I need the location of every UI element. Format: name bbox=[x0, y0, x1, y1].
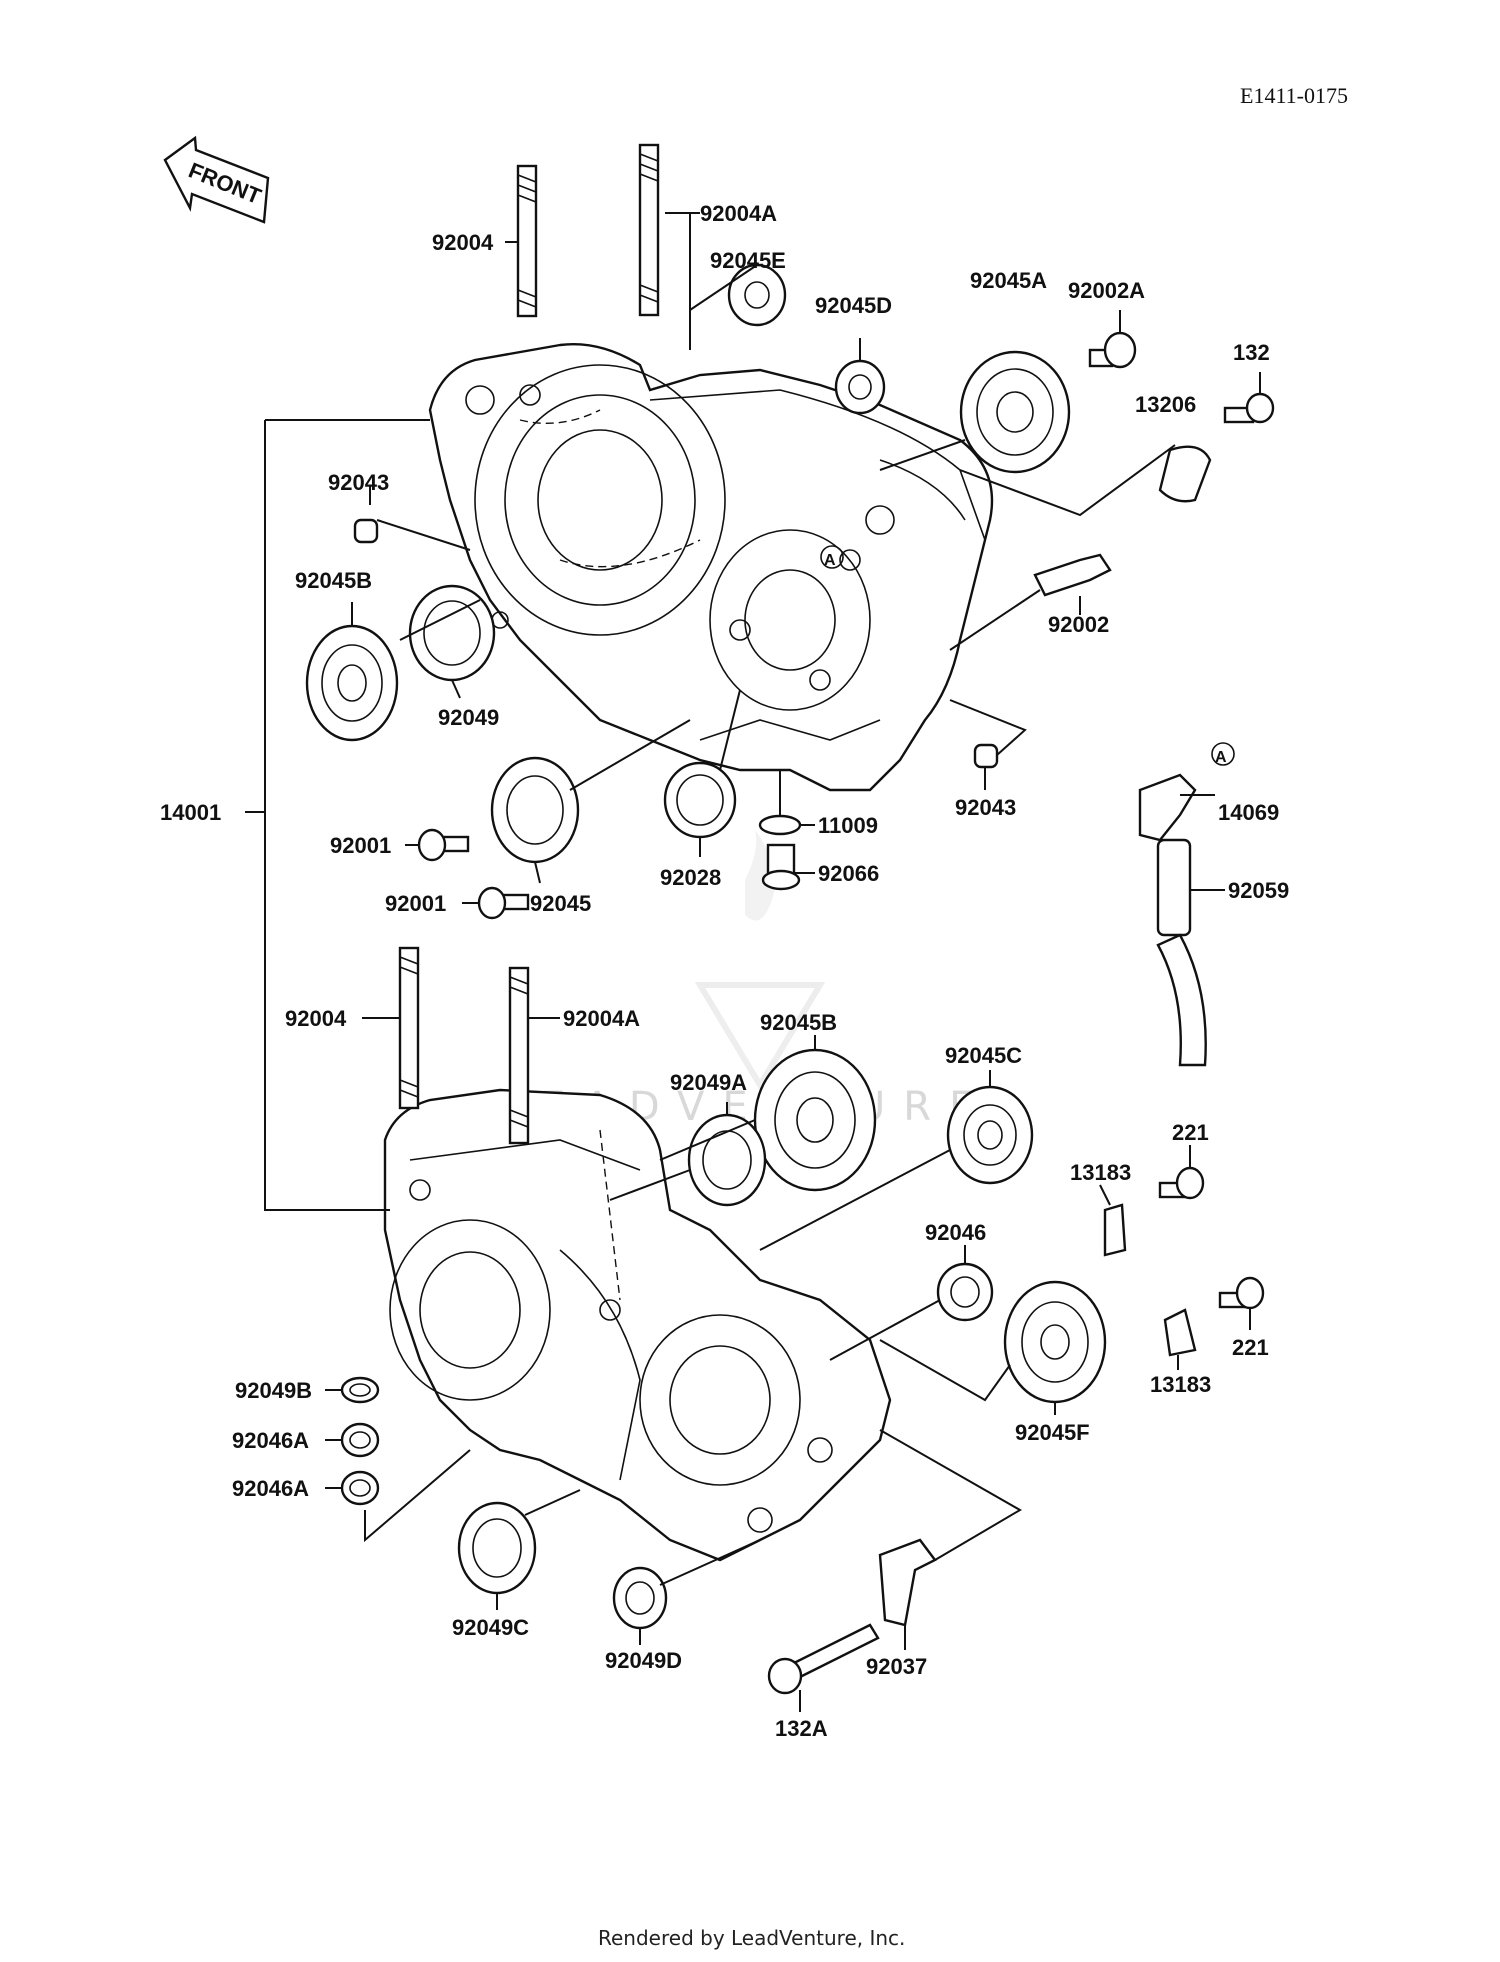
label-92028: 92028 bbox=[660, 865, 721, 890]
label-92045B-upper: 92045B bbox=[295, 568, 372, 593]
bearing-92046A-a bbox=[340, 1422, 380, 1458]
sleeve-92028 bbox=[663, 761, 737, 839]
bolt-132A bbox=[767, 1623, 880, 1695]
bearing-92046 bbox=[936, 1262, 994, 1322]
stud-92002 bbox=[1033, 553, 1112, 597]
label-92045F: 92045F bbox=[1015, 1420, 1090, 1445]
svg-text:A: A bbox=[1215, 749, 1227, 766]
clamp-92037 bbox=[878, 1538, 937, 1627]
seal-92049C bbox=[457, 1501, 537, 1595]
label-221-a: 221 bbox=[1172, 1120, 1209, 1145]
label-132A: 132A bbox=[775, 1716, 828, 1741]
part-labels: 92004 92004A 92045E 92045D 92045A 92002A… bbox=[160, 201, 1289, 1741]
stud-92004A-upper bbox=[638, 143, 660, 317]
label-92046: 92046 bbox=[925, 1220, 986, 1245]
fitting-14069 bbox=[1138, 773, 1197, 842]
label-92049: 92049 bbox=[438, 705, 499, 730]
lower-crankcase-half bbox=[383, 1088, 892, 1562]
label-14001: 14001 bbox=[160, 800, 221, 825]
bolt-92001-a bbox=[417, 828, 470, 862]
label-13183-b: 13183 bbox=[1150, 1372, 1211, 1397]
footer-credit: Rendered by LeadVenture, Inc. bbox=[598, 1926, 905, 1950]
bearing-92046A-b bbox=[340, 1470, 380, 1506]
seal-92045 bbox=[490, 756, 580, 864]
label-92049B: 92049B bbox=[235, 1378, 312, 1403]
stud-92004-lower bbox=[398, 946, 420, 1110]
label-92045D: 92045D bbox=[815, 293, 892, 318]
label-92002A: 92002A bbox=[1068, 278, 1145, 303]
bolt-132 bbox=[1223, 392, 1275, 424]
upper-crankcase-half bbox=[428, 343, 994, 792]
label-92046A-a: 92046A bbox=[232, 1428, 309, 1453]
label-92004A-upper: 92004A bbox=[700, 201, 777, 226]
bearing-92045F bbox=[1003, 1280, 1107, 1404]
label-92043-upper: 92043 bbox=[328, 470, 389, 495]
label-92002: 92002 bbox=[1048, 612, 1109, 637]
bearing-92045A bbox=[959, 350, 1071, 474]
seal-92049A bbox=[687, 1113, 767, 1207]
front-arrow-icon: FRONT bbox=[163, 135, 270, 224]
ref-marker-a-engine: A bbox=[820, 545, 844, 569]
label-13183-a: 13183 bbox=[1070, 1160, 1131, 1185]
label-92001-a: 92001 bbox=[330, 833, 391, 858]
stud-92004A-lower bbox=[508, 966, 530, 1145]
washer-11009 bbox=[758, 814, 802, 836]
label-92049C: 92049C bbox=[452, 1615, 529, 1640]
label-221-b: 221 bbox=[1232, 1335, 1269, 1360]
plug-92066 bbox=[761, 843, 801, 891]
stud-92004-upper bbox=[516, 164, 538, 318]
bolt-92002A bbox=[1088, 331, 1137, 369]
label-14069: 14069 bbox=[1218, 800, 1279, 825]
clamp-13206 bbox=[1158, 445, 1212, 503]
seal-92049D bbox=[612, 1566, 668, 1630]
bolt-221-b bbox=[1218, 1276, 1265, 1310]
label-92004-lower: 92004 bbox=[285, 1006, 347, 1031]
leader-lines bbox=[245, 212, 1261, 1712]
label-92045A: 92045A bbox=[970, 268, 1047, 293]
label-92049D: 92049D bbox=[605, 1648, 682, 1673]
label-92046A-b: 92046A bbox=[232, 1476, 309, 1501]
bearing-92045B-upper bbox=[305, 624, 399, 742]
label-92045C: 92045C bbox=[945, 1043, 1022, 1068]
label-92045: 92045 bbox=[530, 891, 591, 916]
hose-92059 bbox=[1156, 838, 1207, 1067]
label-132: 132 bbox=[1233, 340, 1270, 365]
label-92004A-lower: 92004A bbox=[563, 1006, 640, 1031]
bolt-92001-b bbox=[477, 886, 530, 920]
label-92001-b: 92001 bbox=[385, 891, 446, 916]
label-92037: 92037 bbox=[866, 1654, 927, 1679]
label-92049A: 92049A bbox=[670, 1070, 747, 1095]
label-92045B-lower: 92045B bbox=[760, 1010, 837, 1035]
label-11009: 11009 bbox=[818, 813, 878, 838]
bearing-92045B-lower bbox=[753, 1048, 877, 1192]
bolt-221-a bbox=[1158, 1166, 1205, 1200]
seal-92049 bbox=[408, 584, 496, 682]
label-13206: 13206 bbox=[1135, 392, 1196, 417]
label-92004-upper: 92004 bbox=[432, 230, 494, 255]
plate-13183-a bbox=[1103, 1203, 1127, 1257]
label-92043-mid: 92043 bbox=[955, 795, 1016, 820]
label-92059: 92059 bbox=[1228, 878, 1289, 903]
dowel-92043-upper bbox=[353, 518, 379, 544]
bearing-92045E bbox=[727, 263, 787, 327]
label-92045E: 92045E bbox=[710, 248, 786, 273]
dowel-92043-mid bbox=[973, 743, 999, 769]
svg-text:A: A bbox=[824, 552, 836, 569]
seal-92049B bbox=[340, 1376, 380, 1404]
label-92066: 92066 bbox=[818, 861, 879, 886]
diagram-code: E1411-0175 bbox=[1240, 83, 1348, 108]
bearing-92045C bbox=[946, 1085, 1034, 1185]
plate-13183-b bbox=[1163, 1308, 1197, 1357]
bearing-92045D bbox=[834, 359, 886, 415]
ref-marker-a-fitting: A bbox=[1211, 742, 1235, 766]
